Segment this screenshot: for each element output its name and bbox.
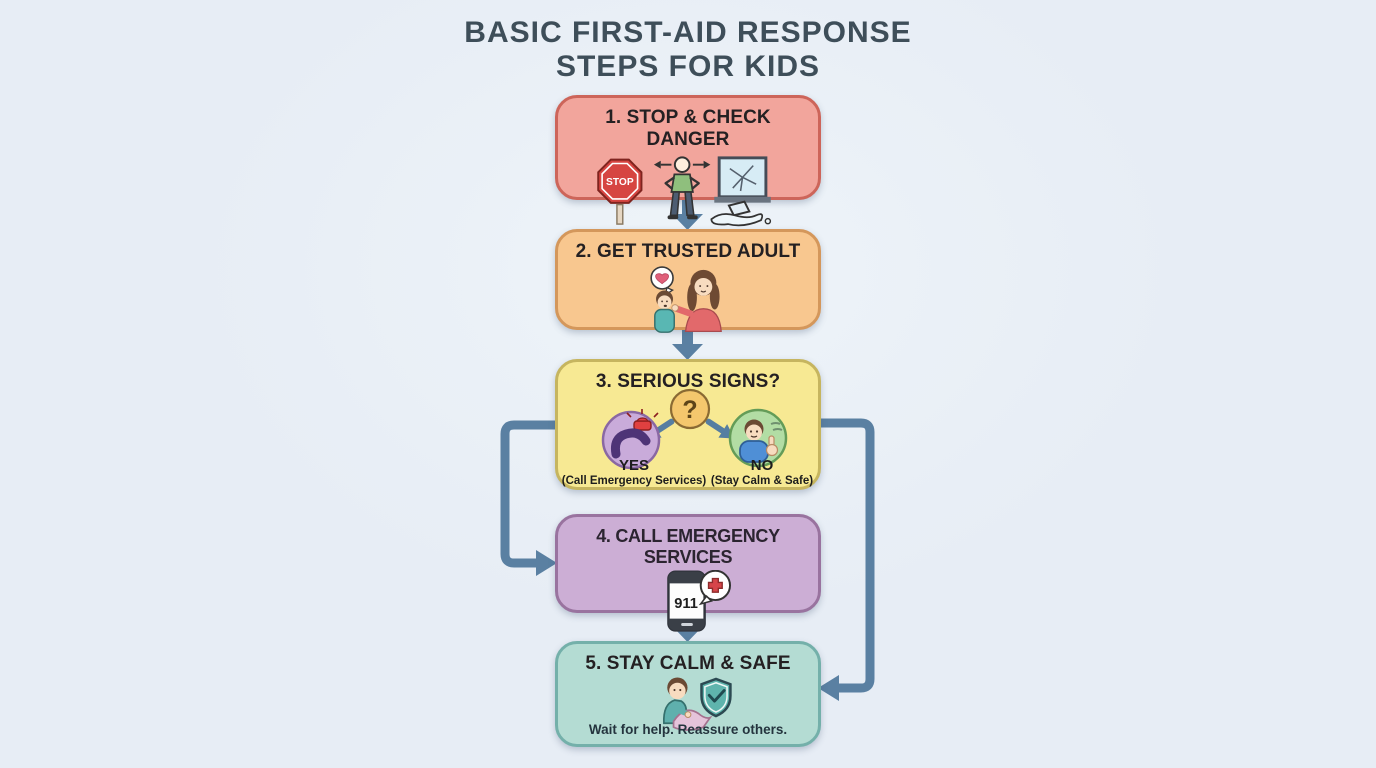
step3-icons: ?	[601, 388, 788, 470]
svg-text:911: 911	[674, 596, 698, 612]
yes-branch: YES (Call Emergency Services)	[560, 457, 708, 488]
flow-arrow-step2-to-step3	[672, 329, 703, 360]
thumbs-up-icon	[728, 408, 788, 468]
page-title-line2: STEPS FOR KIDS	[555, 50, 821, 83]
child-and-adult-icon	[650, 266, 722, 333]
step5-label: 5. STAY CALM & SAFE	[585, 653, 791, 674]
svg-text:STOP: STOP	[606, 177, 634, 188]
step1-box: 1. STOP & CHECK DANGER STOP	[555, 95, 821, 227]
no-path-connector	[818, 418, 875, 701]
step5-box: 5. STAY CALM & SAFE	[555, 641, 821, 747]
broken-window-icon	[714, 156, 771, 203]
stop-sign-icon: STOP	[597, 158, 643, 225]
spilled-cup-icon	[710, 200, 772, 227]
step1-label: 1. STOP & CHECK DANGER	[605, 107, 771, 150]
child-figure	[654, 290, 675, 333]
step3-box: 3. SERIOUS SIGNS? ?	[555, 359, 821, 490]
medical-cross-bubble-icon	[698, 570, 732, 606]
page-title: BASIC FIRST-AID RESPONSE STEPS FOR KIDS	[0, 16, 1376, 84]
heart-speech-bubble-icon	[650, 266, 674, 297]
step4-box: 4. CALL EMERGENCY SERVICES 911	[555, 514, 821, 632]
shield-check-icon	[700, 677, 732, 718]
no-branch: NO (Stay Calm & Safe)	[706, 457, 818, 488]
emergency-phone-icon	[601, 409, 661, 470]
calm-child-icon	[662, 677, 713, 731]
step5-note: Wait for help. Reassure others.	[588, 722, 788, 737]
step5-icons	[662, 677, 732, 731]
yes-label: YES	[618, 457, 649, 474]
svg-text:?: ?	[682, 396, 697, 424]
page-title-line1: BASIC FIRST-AID RESPONSE	[464, 16, 912, 49]
step3-label: 3. SERIOUS SIGNS?	[595, 371, 781, 392]
step1-icons: STOP	[597, 156, 772, 227]
yes-sublabel: (Call Emergency Services)	[561, 475, 707, 487]
no-label: NO	[750, 457, 774, 474]
step4-icons: 911	[667, 570, 732, 632]
step2-label: 2. GET TRUSTED ADULT	[575, 241, 801, 262]
no-sublabel: (Stay Calm & Safe)	[710, 475, 814, 487]
step4-label: 4. CALL EMERGENCY SERVICES	[596, 526, 780, 567]
step2-box: 2. GET TRUSTED ADULT	[555, 229, 821, 333]
question-mark-icon: ?	[669, 388, 711, 430]
yes-path-connector	[500, 420, 557, 576]
adult-figure	[671, 269, 722, 333]
phone-911-icon: 911	[667, 570, 706, 632]
look-both-ways-child-icon	[653, 156, 711, 220]
